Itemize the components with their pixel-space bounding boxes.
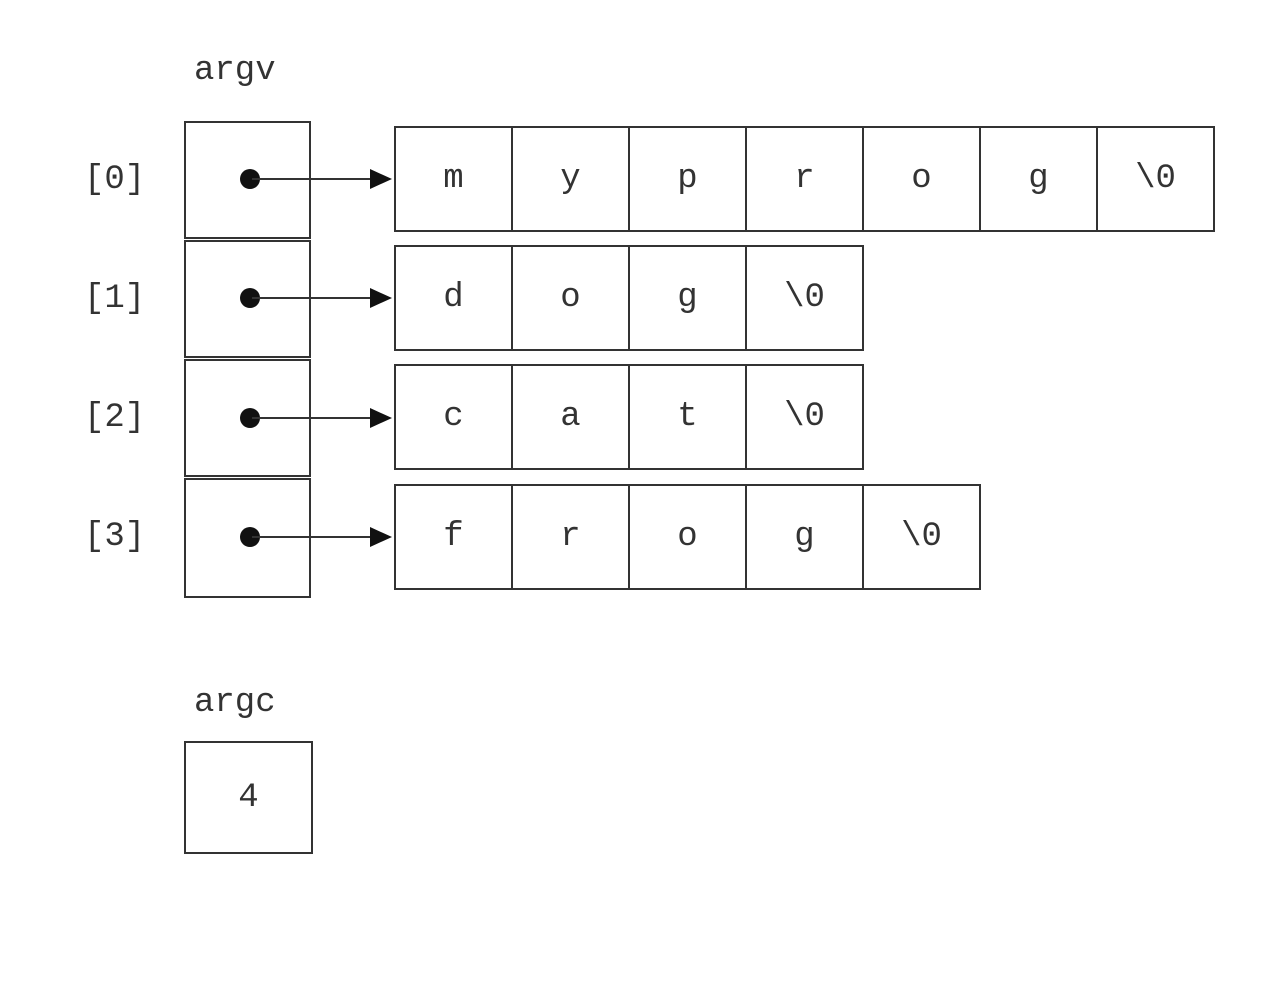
argc-value: 4 bbox=[238, 778, 259, 817]
arrow-head-icon bbox=[370, 169, 392, 189]
argv-label: argv bbox=[194, 52, 276, 90]
pointer-arrow-line bbox=[252, 417, 376, 419]
argv-pointer-cell bbox=[184, 240, 311, 358]
pointer-arrow-line bbox=[252, 178, 376, 180]
char-cell: y bbox=[513, 128, 630, 230]
char-cell: o bbox=[513, 247, 630, 349]
char-cell: g bbox=[981, 128, 1098, 230]
char-cell: m bbox=[396, 128, 513, 230]
pointer-arrow-line bbox=[252, 297, 376, 299]
argc-value-box: 4 bbox=[184, 741, 313, 854]
pointer-dot-icon bbox=[240, 288, 260, 308]
arrow-head-icon bbox=[370, 408, 392, 428]
char-cell: \0 bbox=[901, 518, 942, 556]
char-cell: o bbox=[630, 486, 747, 588]
char-cell: r bbox=[747, 128, 864, 230]
char-cell: \0 bbox=[1135, 160, 1176, 198]
argv-index-label: [0] bbox=[84, 161, 146, 199]
pointer-dot-icon bbox=[240, 527, 260, 547]
arrow-head-icon bbox=[370, 527, 392, 547]
char-cell: f bbox=[396, 486, 513, 588]
argv-index-label: [3] bbox=[84, 518, 146, 556]
argv-index-label: [2] bbox=[84, 399, 146, 437]
char-cell: a bbox=[513, 366, 630, 468]
pointer-arrow-line bbox=[252, 536, 376, 538]
char-cell: p bbox=[630, 128, 747, 230]
arrow-head-icon bbox=[370, 288, 392, 308]
char-cell: \0 bbox=[784, 279, 825, 317]
pointer-dot-icon bbox=[240, 169, 260, 189]
char-cell: c bbox=[396, 366, 513, 468]
argv-pointer-cell bbox=[184, 478, 311, 598]
argv-pointer-cell bbox=[184, 121, 311, 239]
char-cell: t bbox=[630, 366, 747, 468]
char-cell: \0 bbox=[784, 398, 825, 436]
pointer-dot-icon bbox=[240, 408, 260, 428]
argv-index-label: [1] bbox=[84, 280, 146, 318]
char-cell: g bbox=[630, 247, 747, 349]
char-cell: d bbox=[396, 247, 513, 349]
char-cell: o bbox=[864, 128, 981, 230]
char-cell: g bbox=[747, 486, 864, 588]
char-cell: r bbox=[513, 486, 630, 588]
argc-label: argc bbox=[194, 684, 276, 722]
